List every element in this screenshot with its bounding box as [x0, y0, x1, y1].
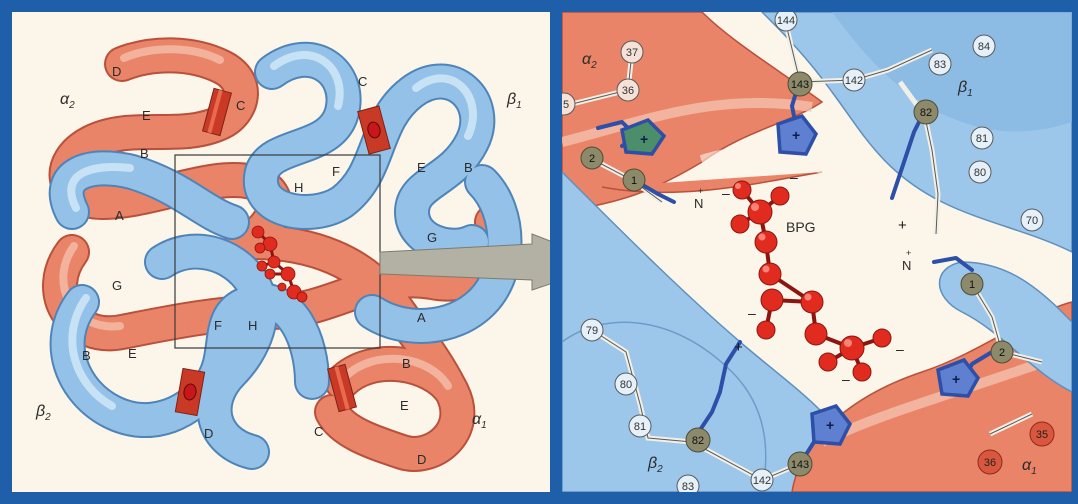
- residue: 36: [617, 79, 639, 101]
- bpg-label: BPG: [786, 219, 816, 235]
- helix-label: B: [140, 146, 149, 161]
- svg-text:80: 80: [974, 167, 986, 179]
- svg-text:35: 35: [1036, 429, 1048, 441]
- residue: 81: [629, 415, 651, 437]
- helix-label: A: [417, 310, 426, 325]
- helix-label: H: [294, 180, 303, 195]
- svg-text:84: 84: [978, 41, 990, 53]
- svg-text:1: 1: [969, 279, 975, 291]
- charge-plus: +: [734, 339, 743, 356]
- bpg-molecule: [731, 181, 891, 381]
- helix-label: B: [464, 160, 473, 175]
- subunit-label-beta2: β2: [35, 403, 51, 423]
- svg-text:143: 143: [791, 459, 809, 471]
- residue: 79: [581, 319, 603, 341]
- helix-label: D: [417, 452, 426, 467]
- residue: 1: [623, 169, 645, 191]
- residue: 142: [751, 469, 773, 491]
- hemoglobin-overview-panel: α2 β1 β2 α1 D E C B C H F E B A G G F H …: [12, 12, 550, 492]
- svg-text:70: 70: [1026, 215, 1038, 227]
- residue: 2: [991, 341, 1013, 363]
- helix-label: C: [236, 98, 245, 113]
- hemoglobin-overview-diagram: α2 β1 β2 α1 D E C B C H F E B A G G F H …: [12, 12, 550, 492]
- helix-label: E: [142, 108, 151, 123]
- svg-text:36: 36: [622, 85, 634, 97]
- residue: 144: [775, 12, 797, 31]
- svg-text:143: 143: [791, 79, 809, 91]
- svg-text:82: 82: [692, 435, 704, 447]
- amine-label: N: [694, 196, 703, 211]
- residue: 84: [973, 35, 995, 57]
- charge-plus: +: [640, 131, 648, 147]
- helix-label: B: [402, 356, 411, 371]
- charge-minus: –: [748, 305, 756, 321]
- subunit-label-alpha1: α1: [472, 411, 487, 431]
- charge-plus: +: [792, 127, 800, 143]
- residue: 142: [843, 69, 865, 91]
- charge-minus: –: [790, 169, 798, 185]
- charge-minus: –: [896, 341, 904, 357]
- subunit-label-alpha2: α2: [60, 91, 75, 111]
- helix-label: G: [427, 230, 437, 245]
- amine-plus-mark: +: [906, 248, 911, 258]
- helix-label: E: [417, 160, 426, 175]
- residue: 143: [788, 72, 812, 96]
- svg-text:82: 82: [920, 107, 932, 119]
- helix-label: H: [248, 318, 257, 333]
- charge-plus: +: [898, 217, 907, 234]
- svg-text:81: 81: [976, 133, 988, 145]
- svg-text:142: 142: [845, 75, 863, 87]
- subunit-label-beta1: β1: [506, 91, 522, 111]
- residue: 2: [581, 147, 603, 169]
- svg-text:80: 80: [620, 379, 632, 391]
- helix-label: D: [112, 64, 121, 79]
- bpg-binding-site-diagram: + + + + BPG N N +: [562, 12, 1072, 492]
- svg-text:36: 36: [984, 457, 996, 469]
- residue: 81: [971, 127, 993, 149]
- svg-text:79: 79: [586, 325, 598, 337]
- svg-text:83: 83: [682, 481, 694, 492]
- residue: 35: [1030, 422, 1054, 446]
- helix-label: B: [82, 348, 91, 363]
- helix-label: C: [314, 424, 323, 439]
- residue: 80: [969, 161, 991, 183]
- svg-text:144: 144: [777, 15, 795, 27]
- helix-label: D: [204, 426, 213, 441]
- svg-text:2: 2: [589, 153, 595, 165]
- helix-label: E: [400, 398, 409, 413]
- svg-text:1: 1: [631, 175, 637, 187]
- svg-text:5: 5: [563, 99, 569, 111]
- svg-text:37: 37: [626, 47, 638, 59]
- svg-text:2: 2: [999, 347, 1005, 359]
- charge-plus: +: [826, 417, 834, 433]
- amine-label: N: [902, 258, 911, 273]
- residue: 83: [929, 53, 951, 75]
- helix-label: E: [128, 346, 137, 361]
- residue: 37: [621, 41, 643, 63]
- residue: 143: [788, 452, 812, 476]
- svg-text:142: 142: [753, 475, 771, 487]
- residue: 82: [914, 100, 938, 124]
- residue: 70: [1021, 209, 1043, 231]
- bpg-binding-site-panel: + + + + BPG N N +: [562, 12, 1072, 492]
- helix-label: C: [358, 74, 367, 89]
- charge-plus: +: [952, 371, 960, 387]
- helix-label: A: [115, 208, 124, 223]
- residue: 36: [978, 450, 1002, 474]
- svg-text:81: 81: [634, 421, 646, 433]
- charge-minus: –: [842, 371, 850, 387]
- helix-label: F: [214, 318, 222, 333]
- residue: 80: [615, 373, 637, 395]
- residue: 82: [686, 428, 710, 452]
- helix-label: G: [112, 278, 122, 293]
- helix-label: F: [332, 164, 340, 179]
- residue: 83: [677, 475, 699, 492]
- residue: 1: [961, 273, 983, 295]
- charge-minus: –: [722, 185, 730, 201]
- svg-text:83: 83: [934, 59, 946, 71]
- amine-plus-mark: +: [698, 186, 703, 196]
